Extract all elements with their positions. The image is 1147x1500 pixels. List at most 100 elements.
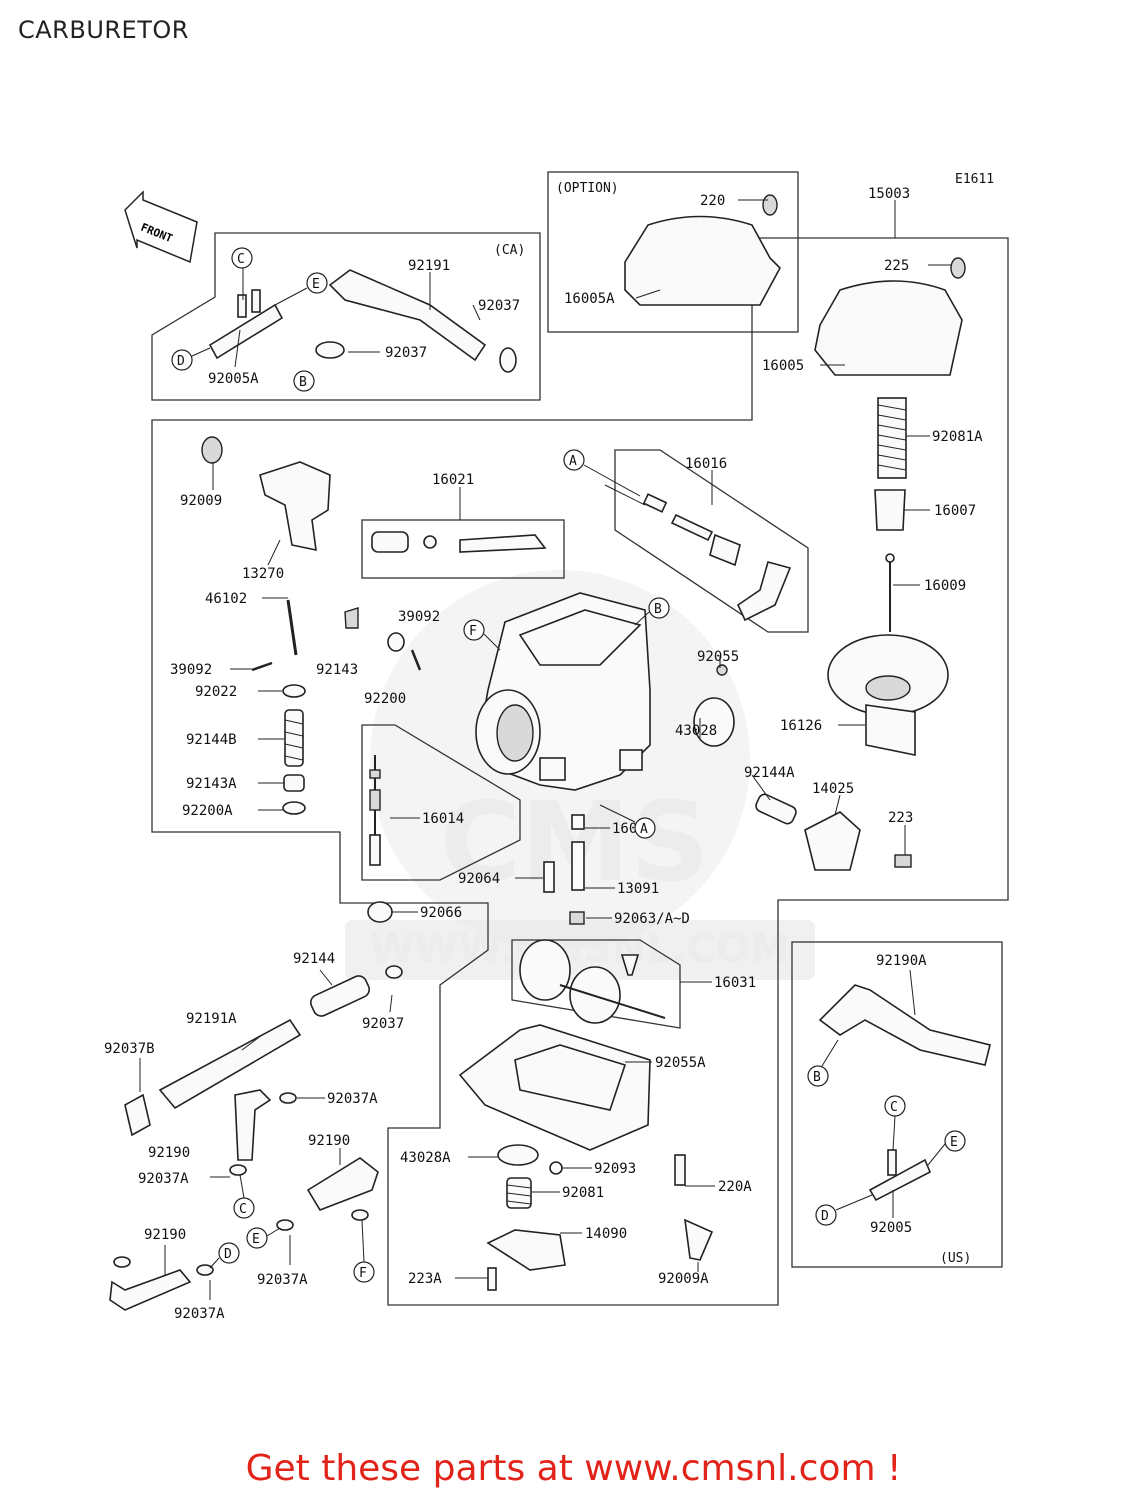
parts [109,194,991,1311]
label-39092-upper: 39092 [398,609,440,625]
label-225: 225 [884,258,909,274]
throttle-bracket-13270 [259,461,331,552]
watermark-url: WWW.CMSNL.COM [370,926,790,972]
label-92190-3: 92190 [144,1227,186,1243]
label-92200: 92200 [364,691,406,707]
label-92005a: 92005A [208,371,259,387]
float-bowl [458,1024,651,1151]
connector-b-main: B [654,602,662,617]
hose-92191 [328,269,487,362]
hose-92190a [818,984,991,1066]
tube-13091 [571,841,585,891]
ca-box-frame [151,232,541,401]
label-92143a: 92143A [186,776,237,792]
label-92066: 92066 [420,905,462,921]
label-92200a: 92200A [182,803,233,819]
label-16031: 16031 [714,975,756,991]
label-92055: 92055 [697,649,739,665]
label-43028a: 43028A [400,1150,451,1166]
label-92191a: 92191A [186,1011,237,1027]
spring-92144 [309,975,371,1017]
16014-group-frame [361,724,521,881]
jet-92063 [569,911,585,925]
hose-92190-a [234,1089,272,1161]
front-arrow: FRONT [124,190,198,264]
connector-c-lower: C [239,1202,247,1217]
label-92037a-4: 92037A [174,1306,225,1322]
label-92143: 92143 [316,662,358,678]
clips [113,341,517,1276]
tee-fitting-92005 [868,1149,932,1202]
label-15003: 15003 [868,186,910,202]
option-tag: (OPTION) [556,181,619,196]
pin-46102 [286,599,298,656]
label-92191: 92191 [408,258,450,274]
connector-b-us: B [813,1070,821,1085]
label-92022: 92022 [195,684,237,700]
cover-14090 [486,1229,566,1271]
label-92093: 92093 [594,1161,636,1177]
connector-a-main: A [640,822,648,837]
clip-92037b [124,1093,151,1137]
label-92081a: 92081A [932,429,983,445]
connector-markers: C E D B A B F A C E D F B C E D [171,247,966,1283]
label-14025: 14025 [812,781,854,797]
spring-92081a [877,397,907,479]
label-92037a-1: 92037A [327,1091,378,1107]
o-ring-92055 [716,664,728,676]
float-16031 [519,939,666,1024]
label-220a: 220A [718,1179,752,1195]
choke-16016 [604,484,792,622]
label-16126: 16126 [780,718,822,734]
label-92009: 92009 [180,493,222,509]
screw-225 [950,257,966,279]
screw-220a [674,1154,686,1186]
screw-92009a [684,1218,714,1261]
connector-e-us: E [950,1135,958,1150]
label-92190a: 92190A [876,953,927,969]
hose-92191a [158,1018,302,1110]
spring-92081 [506,1177,532,1209]
hose-92190-b [306,1157,379,1211]
label-92144b: 92144B [186,732,237,748]
label-92037-b: 92037 [385,345,427,361]
connector-d-us: D [821,1209,829,1224]
connector-d-lower: D [224,1247,232,1262]
jet-16017 [571,814,585,830]
label-16009: 16009 [924,578,966,594]
us-tag: (US) [940,1251,971,1266]
label-92005: 92005 [870,1220,912,1236]
label-13091: 13091 [617,881,659,897]
ca-tag: (CA) [494,243,525,258]
washer-92022 [282,684,306,698]
jet-stack-16014 [369,755,381,866]
connector-c-ca: C [237,252,245,267]
label-14090: 14090 [585,1226,627,1242]
diaphragm-16126 [827,634,949,756]
cover-14025 [804,811,861,871]
hose-92190-c [109,1269,192,1311]
washer-92200a [282,801,306,815]
cap-92143a [283,774,305,792]
jet-92064 [543,861,555,893]
label-13270: 13270 [242,566,284,582]
spring-92144b [284,709,304,767]
footer-promo: Get these parts at www.cmsnl.com ! [245,1448,902,1489]
16021-group-frame [361,519,565,579]
label-92144a: 92144A [744,765,795,781]
label-16007: 16007 [934,503,976,519]
label-92064: 92064 [458,871,500,887]
label-223: 223 [888,810,913,826]
us-box-frame [791,941,1003,1268]
label-16005a: 16005A [564,291,615,307]
label-92190-2: 92190 [308,1133,350,1149]
connector-e-ca: E [312,277,320,292]
screw-39092-lower [251,661,273,672]
label-16014: 16014 [422,811,464,827]
connector-f-lower: F [359,1266,367,1281]
label-92144: 92144 [293,951,335,967]
diaphragm-43028 [693,697,735,747]
label-43028: 43028 [675,723,717,739]
o-ring-92200 [387,632,405,652]
